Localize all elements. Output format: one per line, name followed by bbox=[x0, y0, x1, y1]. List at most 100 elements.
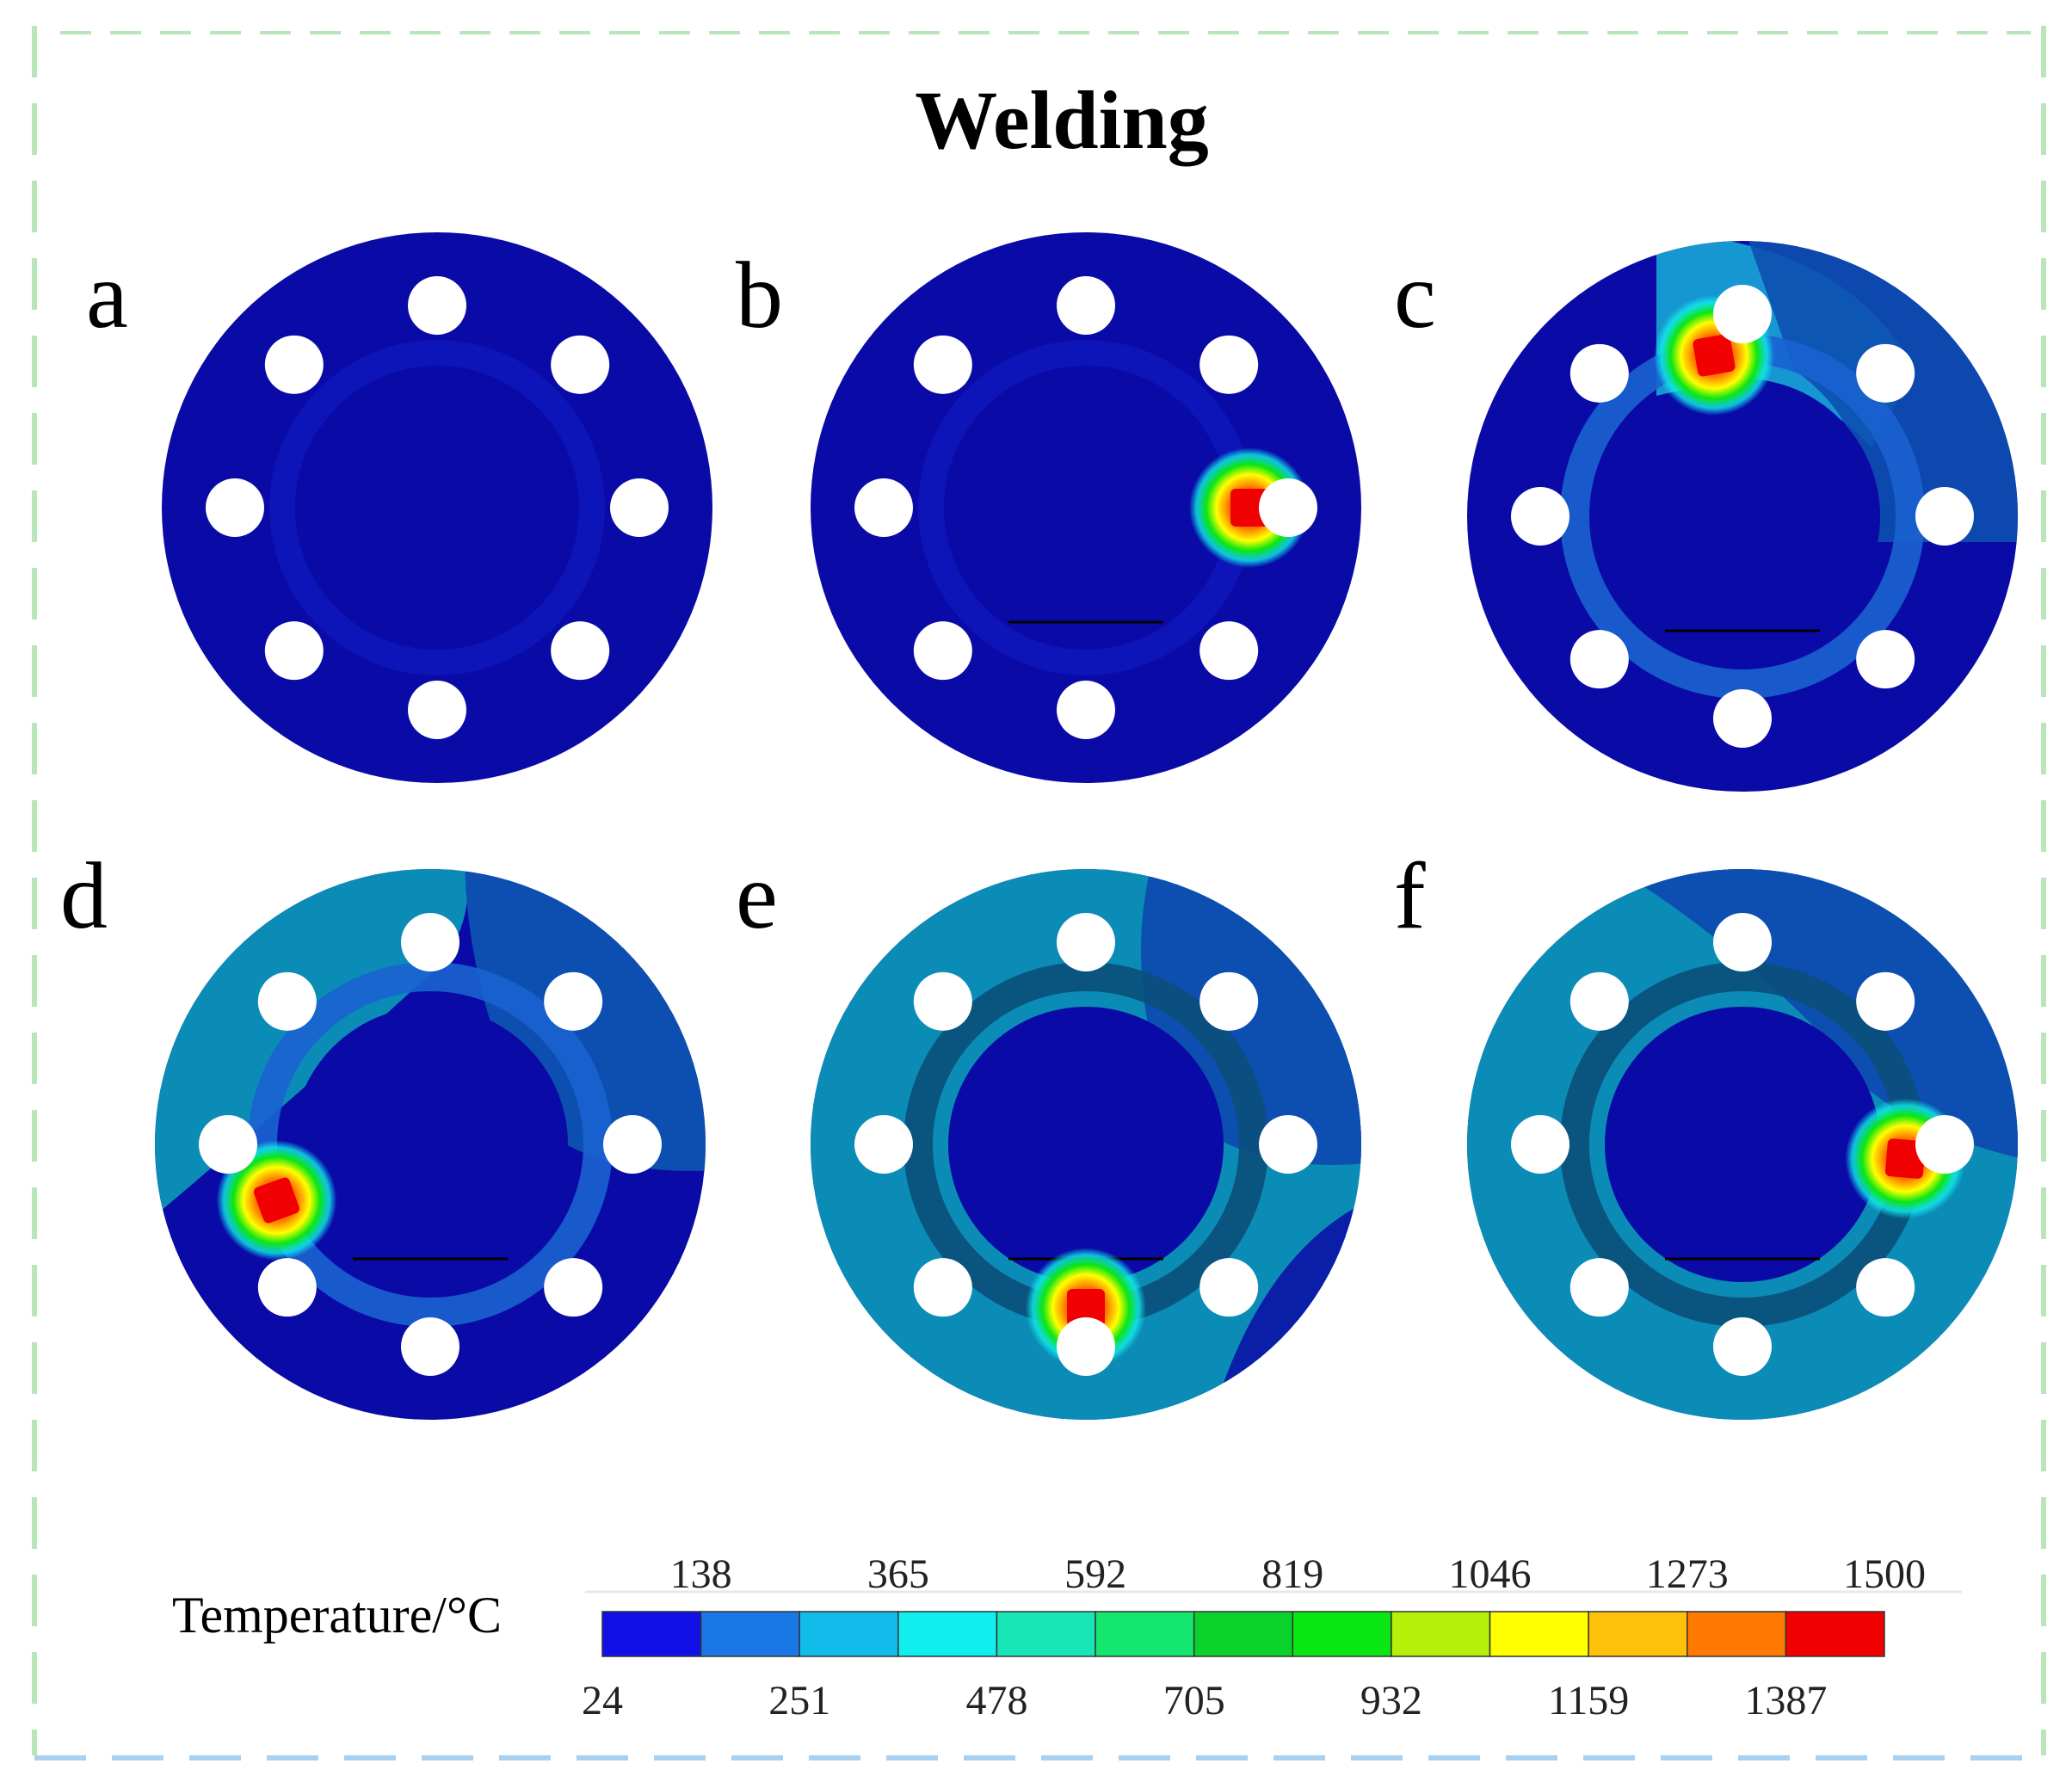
legend-swatch bbox=[1785, 1611, 1885, 1657]
bolt-hole bbox=[913, 621, 972, 681]
legend-swatch bbox=[700, 1611, 800, 1657]
legend-title: Temperature/°C bbox=[172, 1587, 502, 1643]
legend-tick-label: 1500 bbox=[1843, 1551, 1926, 1597]
bolt-hole bbox=[544, 1258, 603, 1317]
bolt-hole bbox=[1713, 285, 1772, 343]
pipe-bore bbox=[948, 1007, 1224, 1282]
legend-tick-label: 251 bbox=[768, 1678, 830, 1723]
bolt-hole bbox=[1199, 971, 1259, 1031]
legend-swatch bbox=[1391, 1611, 1491, 1657]
legend-swatch bbox=[897, 1611, 998, 1657]
legend-swatch bbox=[1588, 1611, 1688, 1657]
bolt-hole bbox=[257, 1258, 317, 1317]
legend-tick-label: 24 bbox=[582, 1678, 623, 1723]
bolt-hole bbox=[206, 478, 264, 537]
pipe-bore bbox=[293, 1007, 568, 1282]
bolt-hole bbox=[544, 971, 603, 1031]
bolt-hole bbox=[1057, 1317, 1115, 1376]
bolt-hole bbox=[401, 913, 459, 971]
legend-tick-label: 365 bbox=[867, 1551, 929, 1597]
legend-tick-label: 1159 bbox=[1548, 1678, 1629, 1723]
bolt-hole bbox=[913, 335, 972, 394]
legend-color-bar bbox=[601, 1611, 1885, 1657]
bolt-hole bbox=[1057, 276, 1115, 335]
bolt-hole bbox=[257, 971, 317, 1031]
weld-groove-ring bbox=[269, 340, 605, 675]
bolt-hole bbox=[1713, 1317, 1772, 1376]
bolt-hole bbox=[1569, 971, 1629, 1031]
pipe-bore bbox=[1605, 379, 1880, 654]
figure-title: Welding bbox=[915, 74, 1208, 166]
bolt-hole bbox=[1569, 343, 1629, 403]
bolt-hole bbox=[1856, 1258, 1915, 1317]
bolt-hole bbox=[1199, 1258, 1259, 1317]
weld-pool bbox=[1693, 334, 1736, 377]
panel-label-b: b bbox=[736, 243, 783, 348]
bolt-hole bbox=[1856, 630, 1915, 689]
legend-tick-label: 819 bbox=[1261, 1551, 1323, 1597]
panel-label-e: e bbox=[736, 843, 778, 948]
bolt-hole bbox=[1259, 478, 1317, 537]
bolt-hole bbox=[1259, 1115, 1317, 1174]
flange-panel-d: d bbox=[60, 843, 706, 1420]
bolt-hole bbox=[401, 1317, 459, 1376]
weld-pool bbox=[1067, 1289, 1105, 1327]
legend-tick-label: 1387 bbox=[1744, 1678, 1827, 1723]
legend-tick-label: 592 bbox=[1064, 1551, 1126, 1597]
bolt-hole bbox=[1057, 681, 1115, 739]
flange-panel-e: e bbox=[736, 843, 1361, 1420]
bolt-hole bbox=[603, 1115, 662, 1174]
bolt-hole bbox=[1856, 971, 1915, 1031]
panels: a b c d e f bbox=[60, 232, 2018, 1420]
bolt-hole bbox=[1713, 913, 1772, 971]
pipe-bore bbox=[948, 370, 1224, 645]
flange-panel-f: f bbox=[1394, 843, 2018, 1420]
bolt-hole bbox=[913, 971, 972, 1031]
bolt-hole bbox=[1713, 689, 1772, 748]
legend-tick-label: 138 bbox=[670, 1551, 732, 1597]
panel-label-a: a bbox=[86, 243, 128, 348]
bolt-hole bbox=[1511, 1115, 1569, 1174]
legend-swatch bbox=[601, 1611, 702, 1657]
bolt-hole bbox=[264, 335, 324, 394]
flange-panel-c: c bbox=[1394, 241, 2018, 792]
legend-swatch bbox=[1095, 1611, 1195, 1657]
legend-tick-label: 1273 bbox=[1646, 1551, 1729, 1597]
bolt-hole bbox=[1569, 1258, 1629, 1317]
legend-tick-label: 478 bbox=[965, 1678, 1027, 1723]
legend-tick-label: 1046 bbox=[1449, 1551, 1532, 1597]
legend-swatch bbox=[996, 1611, 1096, 1657]
weld-pool bbox=[253, 1177, 299, 1224]
weld-pool bbox=[1230, 489, 1268, 527]
bolt-hole bbox=[551, 621, 610, 681]
bolt-hole bbox=[1856, 343, 1915, 403]
legend-swatch bbox=[799, 1611, 899, 1657]
panel-label-c: c bbox=[1394, 243, 1436, 348]
bolt-hole bbox=[913, 1258, 972, 1317]
bolt-hole bbox=[1915, 1115, 1974, 1174]
bolt-hole bbox=[408, 681, 466, 739]
legend-swatch bbox=[1292, 1611, 1392, 1657]
pipe-bore bbox=[1605, 1007, 1880, 1282]
panel-label-d: d bbox=[60, 843, 108, 948]
bolt-hole bbox=[1057, 913, 1115, 971]
bolt-hole bbox=[1199, 335, 1259, 394]
flange-panel-b: b bbox=[736, 232, 1361, 783]
bolt-hole bbox=[610, 478, 669, 537]
legend-swatch bbox=[1687, 1611, 1787, 1657]
bolt-hole bbox=[551, 335, 610, 394]
bolt-hole bbox=[264, 621, 324, 681]
bolt-hole bbox=[1511, 487, 1569, 546]
weld-pool bbox=[1884, 1138, 1926, 1179]
legend-upper-ticks: 138 365 592 819 1046 1273 1500 bbox=[670, 1551, 1926, 1597]
legend-swatch bbox=[1193, 1611, 1294, 1657]
bolt-hole bbox=[199, 1115, 257, 1174]
flange-panel-a: a bbox=[86, 232, 712, 783]
legend-swatch bbox=[1489, 1611, 1589, 1657]
bolt-hole bbox=[408, 276, 466, 335]
legend-tick-label: 705 bbox=[1163, 1678, 1225, 1723]
bolt-hole bbox=[854, 478, 913, 537]
panel-label-f: f bbox=[1394, 843, 1426, 948]
